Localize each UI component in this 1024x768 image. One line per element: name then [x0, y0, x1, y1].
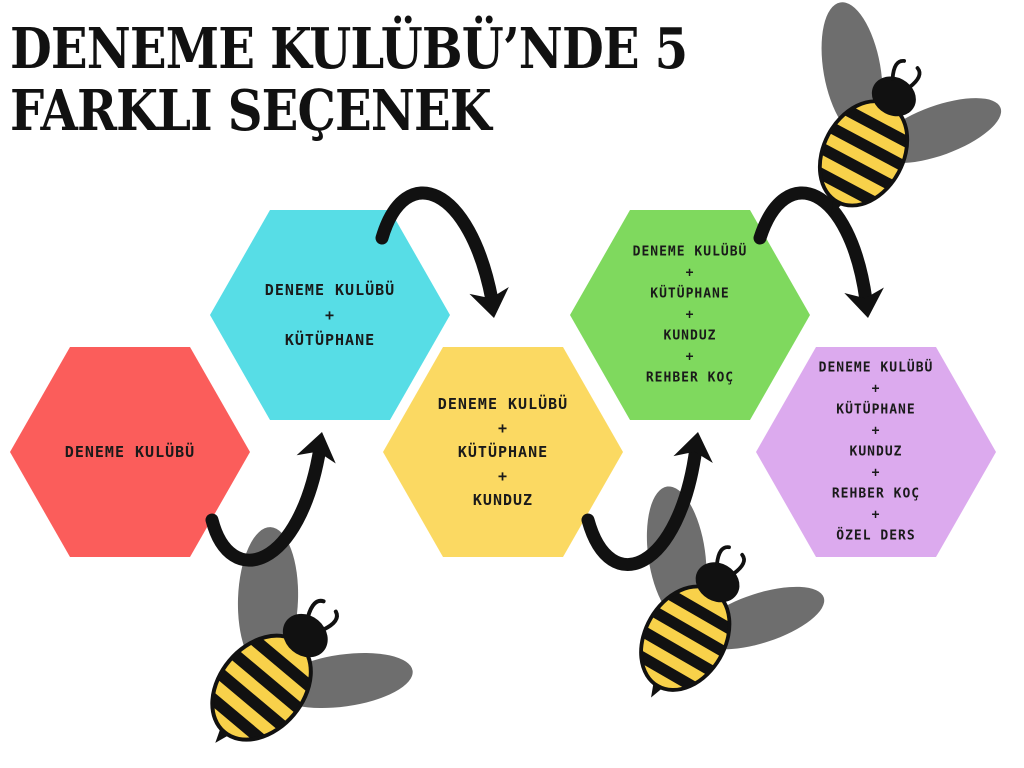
plus-sign: + — [498, 419, 508, 437]
option-item-label: DENEME KULÜBÜ — [65, 442, 195, 461]
bee-icon — [623, 545, 746, 700]
option-item-label: KÜTÜPHANE — [650, 286, 729, 302]
page-title: DENEME KULÜBÜ’NDE 5 FARKLI SEÇENEK — [10, 16, 688, 144]
hexagon-shape — [10, 347, 250, 557]
option-item-label: KUNDUZ — [473, 491, 533, 509]
title-line-2: FARKLI SEÇENEK — [10, 78, 492, 144]
option-item-label: KUNDUZ — [664, 329, 717, 344]
hex-option-1: DENEME KULÜBÜ — [10, 347, 250, 557]
hexagon-shape — [210, 210, 450, 420]
plus-sign: + — [686, 350, 695, 365]
plus-sign: + — [686, 266, 695, 281]
option-item-label: REHBER KOÇ — [832, 487, 920, 502]
option-item-label: KUNDUZ — [850, 445, 903, 460]
curved-arrow-icon — [205, 432, 336, 567]
option-item-label: REHBER KOÇ — [646, 371, 734, 386]
option-item-label: DENEME KULÜBÜ — [438, 394, 568, 413]
plus-sign: + — [872, 466, 881, 481]
option-item-label: KÜTÜPHANE — [836, 402, 915, 418]
option-item-label: ÖZEL DERS — [836, 528, 915, 544]
option-item-label: KÜTÜPHANE — [285, 330, 375, 349]
bee-icon — [193, 598, 339, 756]
plus-sign: + — [686, 308, 695, 323]
option-item-label: KÜTÜPHANE — [458, 442, 548, 461]
option-item-label: DENEME KULÜBÜ — [265, 280, 395, 299]
hex-option-3: DENEME KULÜBÜ + KÜTÜPHANE + KUNDUZ — [383, 347, 623, 557]
title-line-1: DENEME KULÜBÜ’NDE 5 — [10, 16, 688, 82]
plus-sign: + — [498, 467, 508, 485]
option-item-label: DENEME KULÜBÜ — [819, 360, 934, 376]
plus-sign: + — [872, 424, 881, 439]
hexagon-shape — [383, 347, 623, 557]
plus-sign: + — [872, 382, 881, 397]
plus-sign: + — [872, 508, 881, 523]
bee-icon — [802, 59, 923, 215]
option-item-label: DENEME KULÜBÜ — [633, 244, 748, 260]
hexagon-shape — [756, 347, 996, 557]
hexagon-shape — [570, 210, 810, 420]
hex-option-5: DENEME KULÜBÜ + KÜTÜPHANE + KUNDUZ + REHBER KO… — [756, 347, 996, 557]
bee-body-layer — [193, 59, 923, 756]
curved-arrow-icon — [581, 432, 713, 571]
curved-arrow-icon — [753, 186, 884, 318]
curved-arrow-icon — [375, 186, 509, 318]
arrow-layer — [205, 186, 884, 571]
hex-option-2: DENEME KULÜBÜ + KÜTÜPHANE — [210, 210, 450, 420]
plus-sign: + — [325, 306, 335, 324]
hex-option-4: DENEME KULÜBÜ + KÜTÜPHANE + KUNDUZ + REHBER KO… — [570, 210, 810, 420]
